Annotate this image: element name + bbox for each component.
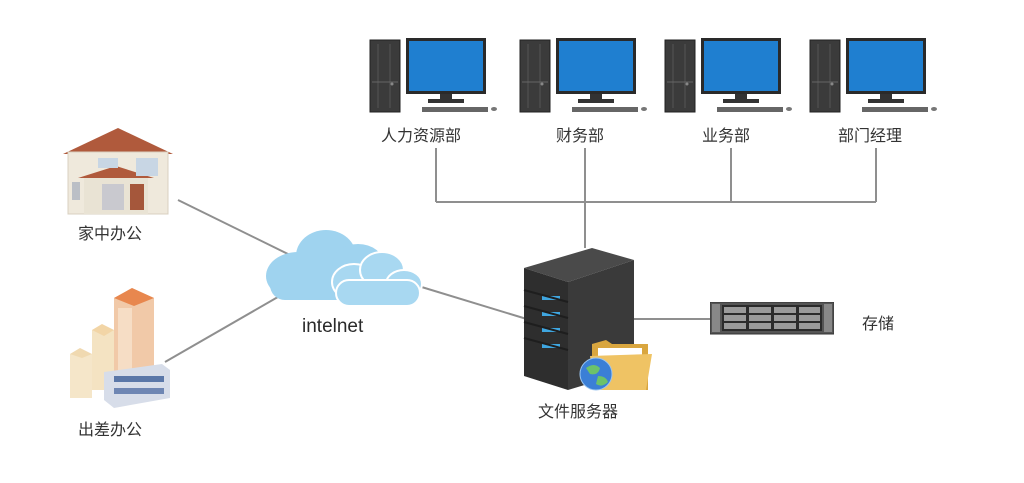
workstation-finance[interactable] xyxy=(518,36,648,122)
workstation-label-manager: 部门经理 xyxy=(838,126,903,145)
workstation-manager[interactable] xyxy=(808,36,938,122)
computer-icon xyxy=(519,38,647,113)
globe-icon xyxy=(579,357,613,391)
computer-icon xyxy=(369,38,497,113)
office-buildings-icon xyxy=(70,288,170,408)
workstation-label-business: 业务部 xyxy=(702,126,751,145)
workstation-label-hr: 人力资源部 xyxy=(381,126,462,145)
internet-cloud[interactable] xyxy=(258,226,428,320)
computer-icon xyxy=(664,38,792,113)
workstation-hr[interactable] xyxy=(368,36,498,122)
workstation-business[interactable] xyxy=(663,36,793,122)
travel-office[interactable] xyxy=(62,288,174,416)
home-office[interactable] xyxy=(58,126,178,222)
storage-array[interactable] xyxy=(709,301,835,340)
workstation-label-finance: 财务部 xyxy=(556,126,605,145)
server-icon xyxy=(523,248,652,391)
storage-rack-icon xyxy=(709,301,835,335)
wire-travel-cloud xyxy=(164,289,291,363)
storage-label: 存储 xyxy=(862,314,895,333)
cloud-icon xyxy=(266,230,423,307)
computer-icon xyxy=(809,38,937,113)
travel-office-label: 出差办公 xyxy=(78,420,143,439)
house-icon xyxy=(63,128,173,215)
file-server[interactable] xyxy=(520,244,660,398)
cloud-label: intelnet xyxy=(302,316,364,337)
wire-home-cloud xyxy=(177,199,291,256)
file-server-label: 文件服务器 xyxy=(538,402,619,421)
wire-cloud-server xyxy=(414,284,531,321)
home-office-label: 家中办公 xyxy=(78,224,143,243)
